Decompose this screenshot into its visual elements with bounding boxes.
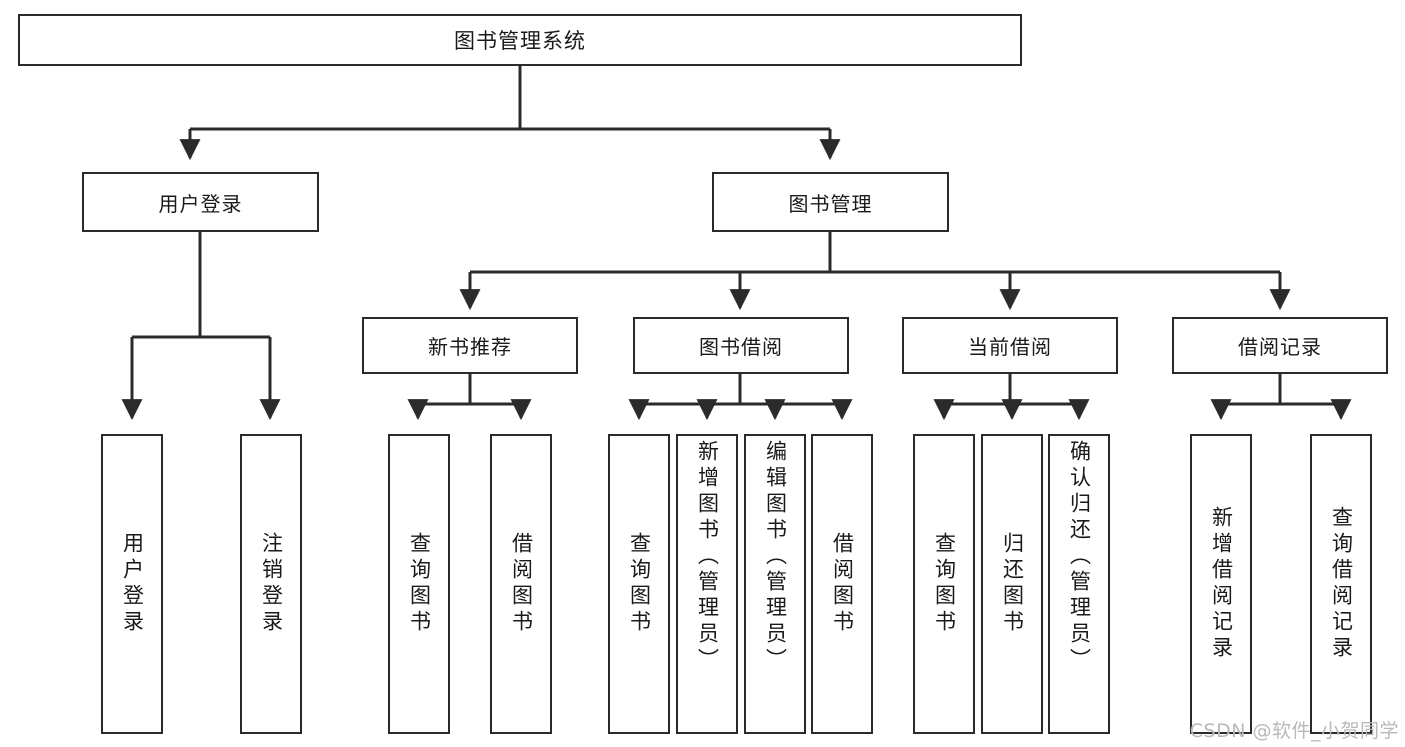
node-label: 注销登录	[259, 532, 284, 636]
node-label: 借阅记录	[1238, 335, 1322, 359]
node-label: 当前借阅	[968, 335, 1052, 359]
leaf-current-borrow-query-books[interactable]: 查询图书	[913, 434, 975, 734]
leaf-book-borrow-borrow-books[interactable]: 借阅图书	[811, 434, 873, 734]
node-current-borrowing[interactable]: 当前借阅	[902, 317, 1118, 374]
node-user-login[interactable]: 用户登录	[82, 172, 319, 232]
leaf-current-borrow-return-books[interactable]: 归还图书	[981, 434, 1043, 734]
node-book-management[interactable]: 图书管理	[712, 172, 949, 232]
node-label: 查询图书	[407, 532, 432, 636]
leaf-book-borrow-add-book-admin[interactable]: 新增图书（管理员）	[676, 434, 738, 734]
node-label: 图书借阅	[699, 335, 783, 359]
node-label: 归还图书	[1000, 532, 1025, 636]
node-label: 新增借阅记录	[1209, 506, 1234, 662]
leaf-new-book-borrow-books[interactable]: 借阅图书	[490, 434, 552, 734]
leaf-new-book-query-books[interactable]: 查询图书	[388, 434, 450, 734]
node-new-book-recommendation[interactable]: 新书推荐	[362, 317, 578, 374]
leaf-book-borrow-query-books[interactable]: 查询图书	[608, 434, 670, 734]
node-label: 用户登录	[120, 532, 145, 636]
node-label: 查询图书	[932, 532, 957, 636]
leaf-book-borrow-edit-book-admin[interactable]: 编辑图书（管理员）	[744, 434, 806, 734]
node-borrowing-record[interactable]: 借阅记录	[1172, 317, 1388, 374]
leaf-borrow-record-add-record[interactable]: 新增借阅记录	[1190, 434, 1252, 734]
node-label: 新书推荐	[428, 335, 512, 359]
leaf-borrow-record-query-record[interactable]: 查询借阅记录	[1310, 434, 1372, 734]
node-label: 借阅图书	[509, 532, 534, 636]
node-label: 编辑图书（管理员）	[763, 440, 788, 674]
leaf-user-login-login[interactable]: 用户登录	[101, 434, 163, 734]
node-label: 用户登录	[158, 191, 243, 216]
node-label: 借阅图书	[830, 532, 855, 636]
node-label: 图书管理系统	[454, 29, 586, 53]
node-label: 查询借阅记录	[1329, 506, 1354, 662]
watermark: CSDN @软件_小贺同学	[1189, 720, 1399, 742]
leaf-user-login-logout[interactable]: 注销登录	[240, 434, 302, 734]
node-root-book-management-system[interactable]: 图书管理系统	[18, 14, 1022, 66]
node-label: 确认归还（管理员）	[1067, 440, 1092, 674]
node-label: 新增图书（管理员）	[695, 440, 720, 674]
leaf-current-borrow-confirm-return-admin[interactable]: 确认归还（管理员）	[1048, 434, 1110, 734]
node-label: 查询图书	[627, 532, 652, 636]
node-label: 图书管理	[788, 191, 873, 216]
node-book-borrowing[interactable]: 图书借阅	[633, 317, 849, 374]
